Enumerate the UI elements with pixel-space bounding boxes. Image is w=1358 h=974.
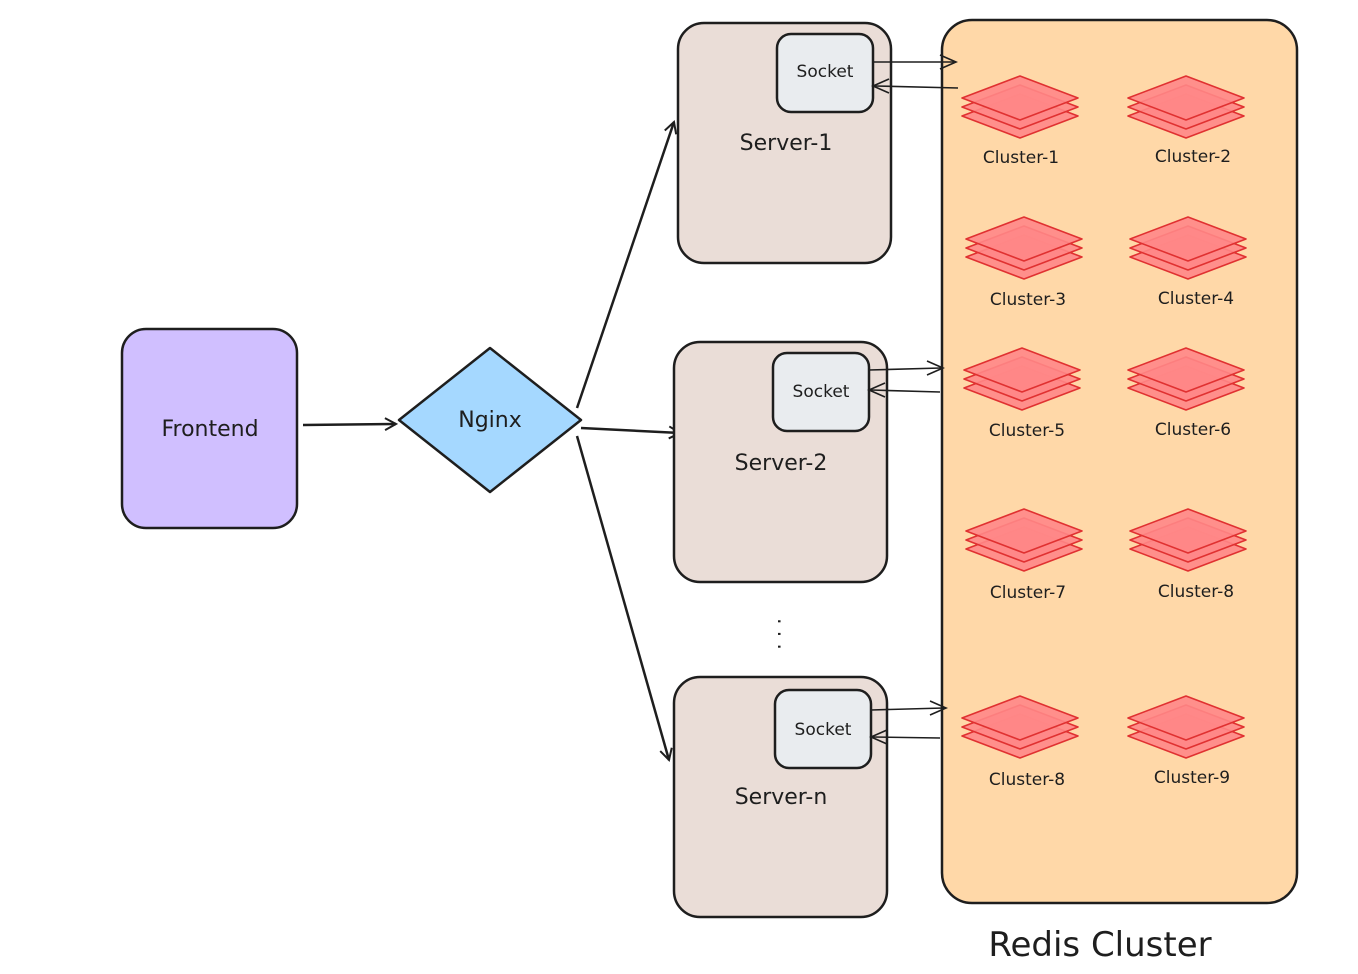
redis-cluster-label: Cluster-2: [1155, 147, 1231, 167]
nginx-node: [397, 346, 583, 494]
frontend-node: [120, 327, 299, 530]
redis-cluster-label: Cluster-6: [1155, 420, 1231, 440]
redis-cluster-label: Cluster-3: [990, 290, 1066, 310]
redis-cluster-icon: [965, 508, 1083, 572]
edge-socket-2-redis: [867, 360, 945, 398]
nginx-label: Nginx: [458, 408, 522, 433]
redis-cluster-label: Cluster-1: [983, 148, 1059, 168]
redis-cluster-icon: [963, 347, 1081, 411]
edge-frontend-nginx: [302, 424, 396, 425]
server-n-socket-label: Socket: [795, 720, 852, 740]
server-n-socket: [773, 688, 873, 770]
redis-cluster-icon: [961, 75, 1079, 139]
redis-cluster-label: Cluster-8: [1158, 582, 1234, 602]
server-2-label: Server-2: [735, 451, 828, 476]
redis-cluster-icon: [1127, 75, 1245, 139]
edge-socket-1-redis: [871, 54, 959, 94]
redis-cluster-icon: [1127, 695, 1245, 759]
redis-cluster-label: Cluster-8: [989, 770, 1065, 790]
edge-nginx-server-2: [580, 428, 680, 433]
redis-cluster-icon: [965, 216, 1083, 280]
server-2-socket: [771, 351, 871, 433]
redis-cluster-icon: [961, 695, 1079, 759]
server-1-socket-label: Socket: [797, 62, 854, 82]
edge-nginx-server-1: [575, 122, 674, 409]
redis-cluster-label: Cluster-5: [989, 421, 1065, 441]
redis-cluster-label: Cluster-4: [1158, 289, 1234, 309]
redis-cluster-label: Cluster-7: [990, 583, 1066, 603]
redis-cluster-title: Redis Cluster: [988, 925, 1211, 965]
edge-socket-n-redis: [869, 700, 948, 745]
server-1-socket: [775, 32, 875, 114]
redis-cluster-label: Cluster-9: [1154, 768, 1230, 788]
frontend-label: Frontend: [161, 417, 258, 442]
redis-cluster-icon: [1129, 216, 1247, 280]
redis-cluster-icon: [1129, 508, 1247, 572]
server-2-socket-label: Socket: [793, 382, 850, 402]
servers-ellipsis: · · ·: [767, 618, 791, 650]
edge-nginx-server-n: [575, 435, 669, 760]
server-n-label: Server-n: [735, 785, 828, 810]
server-1-label: Server-1: [740, 131, 833, 156]
redis-cluster-icon: [1127, 347, 1245, 411]
